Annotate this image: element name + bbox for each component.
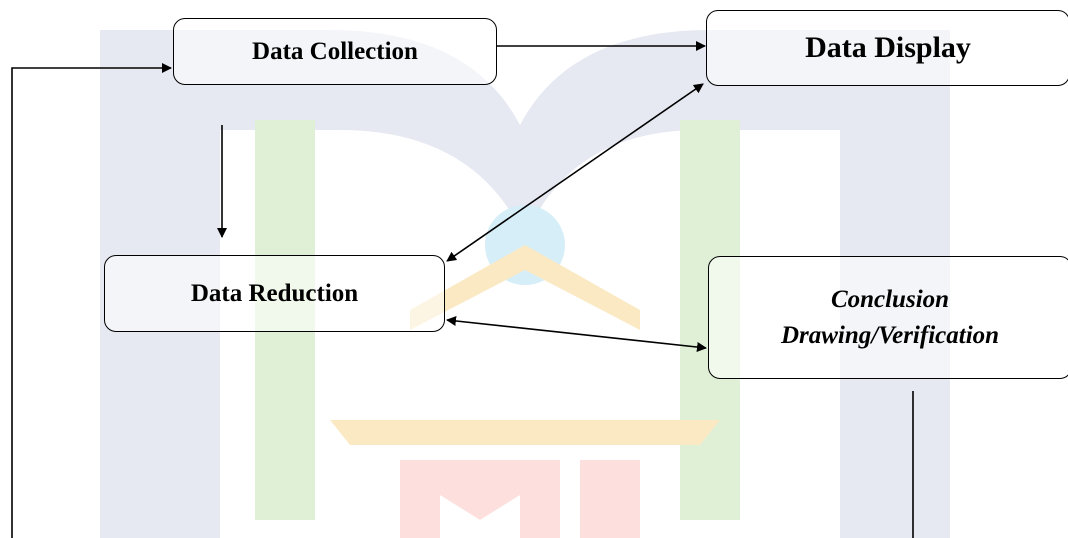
data-display-node: Data Display: [706, 10, 1068, 86]
watermark-roof: [410, 245, 640, 330]
conclusion-label-line2: Drawing/Verification: [780, 321, 1000, 349]
conclusion-label-line1: Conclusion: [830, 285, 950, 313]
data-reduction-label: Data Reduction: [190, 279, 359, 307]
watermark-base: [330, 420, 720, 445]
data-collection-label: Data Collection: [252, 37, 418, 65]
edge-feedback-to-collection: [11, 63, 172, 538]
edge-reduction-conclusion: [446, 315, 707, 353]
edge-display-reduction: [446, 83, 704, 262]
data-collection-node: Data Collection: [173, 18, 497, 85]
conclusion-label: Conclusion Drawing/Verification: [781, 282, 999, 354]
watermark-letters: [400, 460, 640, 538]
conclusion-node: Conclusion Drawing/Verification: [708, 256, 1068, 379]
data-display-label: Data Display: [805, 31, 971, 64]
edges: [11, 41, 914, 538]
data-reduction-node: Data Reduction: [104, 255, 445, 332]
